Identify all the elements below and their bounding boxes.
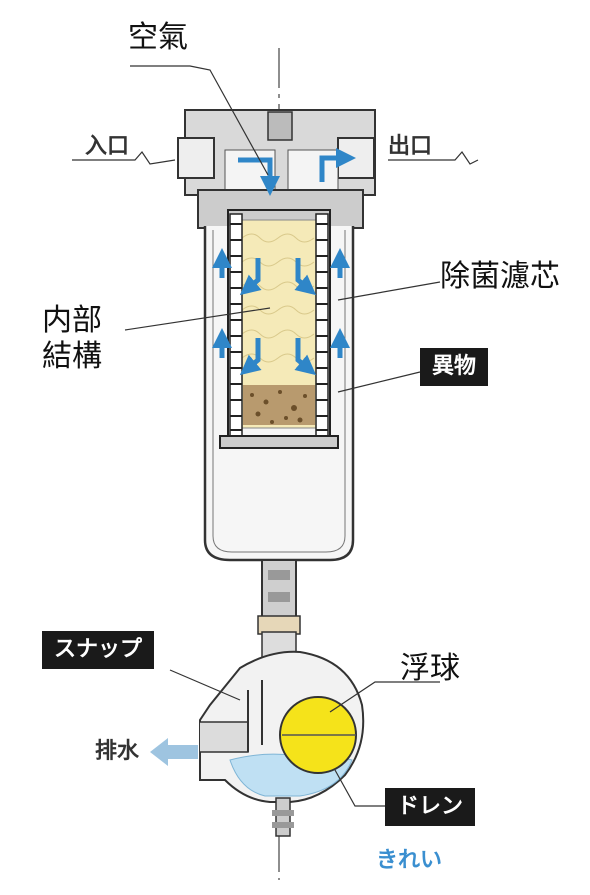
leader-lines [72, 65, 479, 807]
internal-structure-label: 内部 結構 [42, 303, 102, 375]
auto-drain-body [199, 650, 365, 837]
float-ball-label: 浮球 [400, 651, 460, 686]
foreign-matter-tag: 異物 [420, 348, 489, 386]
discharge-label: 排水 [95, 739, 140, 764]
air-flow-arrows [212, 148, 356, 376]
drain-connector [257, 559, 301, 659]
outlet-label: 出口 [388, 134, 433, 159]
drain-tag: ドレン [385, 788, 476, 826]
inlet-label: 入口 [85, 134, 130, 159]
internal-structure-line2: 結構 [42, 339, 102, 374]
internal-structure-line1: 内部 [42, 303, 102, 338]
filter-element [219, 209, 339, 449]
clean-label: きれい [376, 848, 443, 873]
snap-tag: スナップ [42, 631, 155, 669]
air-label: 空氣 [128, 20, 188, 55]
filter-element-label: 除菌濾芯 [440, 259, 560, 294]
